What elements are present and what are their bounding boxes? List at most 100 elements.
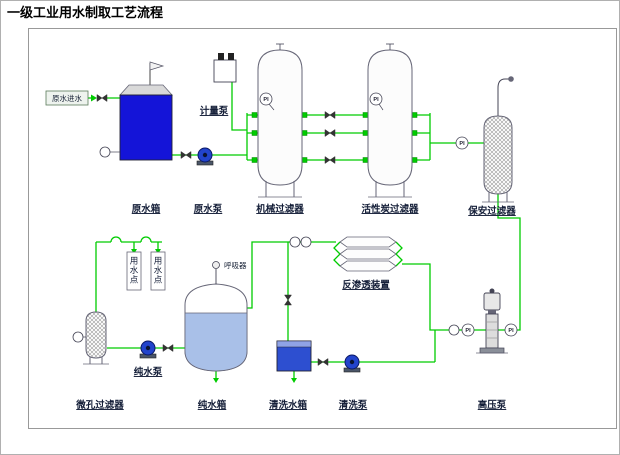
breather-icon [212, 261, 220, 269]
gauge-stem [378, 103, 384, 111]
membrane-housing [339, 260, 397, 272]
level-instrument-icon [99, 146, 111, 158]
tank-body [119, 94, 173, 161]
inlet-arrow [91, 94, 97, 102]
security-filter-vessel: PI [455, 76, 514, 203]
cleaning-pump [343, 354, 361, 373]
flange [301, 157, 308, 163]
motor [483, 292, 501, 311]
high-pressure-pump [476, 288, 508, 354]
pump-icon [343, 354, 361, 373]
micro-filter-label: 微孔过滤器 [75, 399, 124, 411]
pi-text: PI [465, 328, 471, 334]
flange [362, 130, 369, 136]
membrane-housing [339, 236, 397, 248]
inline-instruments: PI PI [289, 236, 518, 337]
micro-filter-vessel [72, 311, 109, 365]
raw-water-pump-label: 原水泵 [194, 203, 223, 215]
water-point-label: 用水点 [129, 256, 139, 285]
flange [251, 112, 258, 118]
tank-dome [119, 84, 173, 96]
diagram-border [28, 28, 617, 429]
gooseneck-vent [497, 78, 509, 116]
flange [411, 157, 418, 163]
pump-body [485, 313, 499, 349]
pure-water-pump [139, 340, 157, 359]
instrument-icon [289, 236, 301, 248]
pi-text: PI [459, 141, 465, 147]
page-title: 一级工业用水制取工艺流程 [7, 5, 163, 20]
vessel-shell [85, 311, 107, 359]
pure-water-tank-label: 纯水箱 [198, 399, 227, 411]
gauge-stem [268, 103, 275, 111]
pressure-gauge: PI [461, 323, 475, 337]
water-point-arrow [155, 249, 161, 254]
pressure-gauge: PI [455, 136, 469, 150]
pi-text: PI [508, 328, 514, 334]
raw-water-pump [196, 147, 214, 166]
gauge-dial [504, 323, 518, 337]
membrane-housing [339, 248, 397, 260]
pure-water-tank [184, 261, 248, 372]
raw-water-tank [99, 61, 173, 161]
tank-liquid [184, 312, 248, 372]
tank-liquid-top [276, 340, 312, 348]
gauge-dial [455, 136, 469, 150]
flange [251, 130, 258, 136]
cleaning-tank [276, 340, 312, 372]
equipment-labels: 原水箱 原水泵 机械过滤器 活性炭过滤器 保安过滤器 反渗透装置 纯水泵 微孔过… [75, 203, 516, 411]
water-point-label: 用水点 [153, 256, 163, 285]
pump-icon [139, 340, 157, 359]
carbon-filter-label: 活性炭过滤器 [361, 203, 419, 215]
dosing-tank [213, 59, 237, 83]
vessel-shell [367, 49, 413, 186]
metering-pump-label: 计量泵 [200, 105, 229, 117]
water-point-arrow [131, 249, 137, 254]
mechanical-filter-vessel: PI [257, 43, 303, 198]
pure-water-pump-label: 纯水泵 [134, 366, 163, 378]
gauge-dial [259, 92, 273, 106]
gauge-dial [461, 323, 475, 337]
flange [301, 130, 308, 136]
instrument-icon [300, 236, 312, 248]
gauge-dial [369, 92, 383, 106]
raw-water-inlet: 原水进水 [45, 90, 89, 106]
water-point-2: 用水点 [150, 251, 166, 291]
pi-text: PI [373, 97, 379, 103]
security-filter-label: 保安过滤器 [467, 205, 516, 217]
pressure-gauge: PI [369, 92, 383, 106]
breather-label: 呼吸器 [224, 260, 247, 270]
instrument-icon [72, 331, 84, 343]
ro-unit-label: 反渗透装置 [342, 279, 390, 291]
cleaning-pump-label: 清洗泵 [339, 399, 368, 411]
water-point-box [126, 251, 142, 291]
flange [411, 130, 418, 136]
flange [251, 157, 258, 163]
cleaning-tank-label: 清洗水箱 [269, 399, 308, 411]
flow-arrows [91, 94, 297, 383]
water-point-1: 用水点 [126, 251, 142, 291]
instrument-icon [448, 324, 460, 336]
high-pressure-pump-label: 高压泵 [478, 399, 507, 411]
pressure-gauge: PI [259, 92, 273, 106]
metering-pump-device [213, 53, 237, 83]
vent-ball [508, 76, 514, 82]
flange [362, 112, 369, 118]
vessel-shell [483, 115, 513, 195]
drain-arrow [213, 378, 219, 383]
flange [362, 157, 369, 163]
carbon-filter-vessel: PI [367, 43, 413, 198]
dosing-cap [218, 53, 224, 60]
mechanical-filter-label: 机械过滤器 [256, 203, 304, 215]
pressure-gauge: PI [504, 323, 518, 337]
coupling [488, 310, 496, 314]
inlet-tag-box [45, 90, 89, 106]
water-point-box [150, 251, 166, 291]
flange [301, 112, 308, 118]
dosing-cap [228, 53, 234, 60]
pi-text: PI [263, 97, 269, 103]
flange [411, 112, 418, 118]
